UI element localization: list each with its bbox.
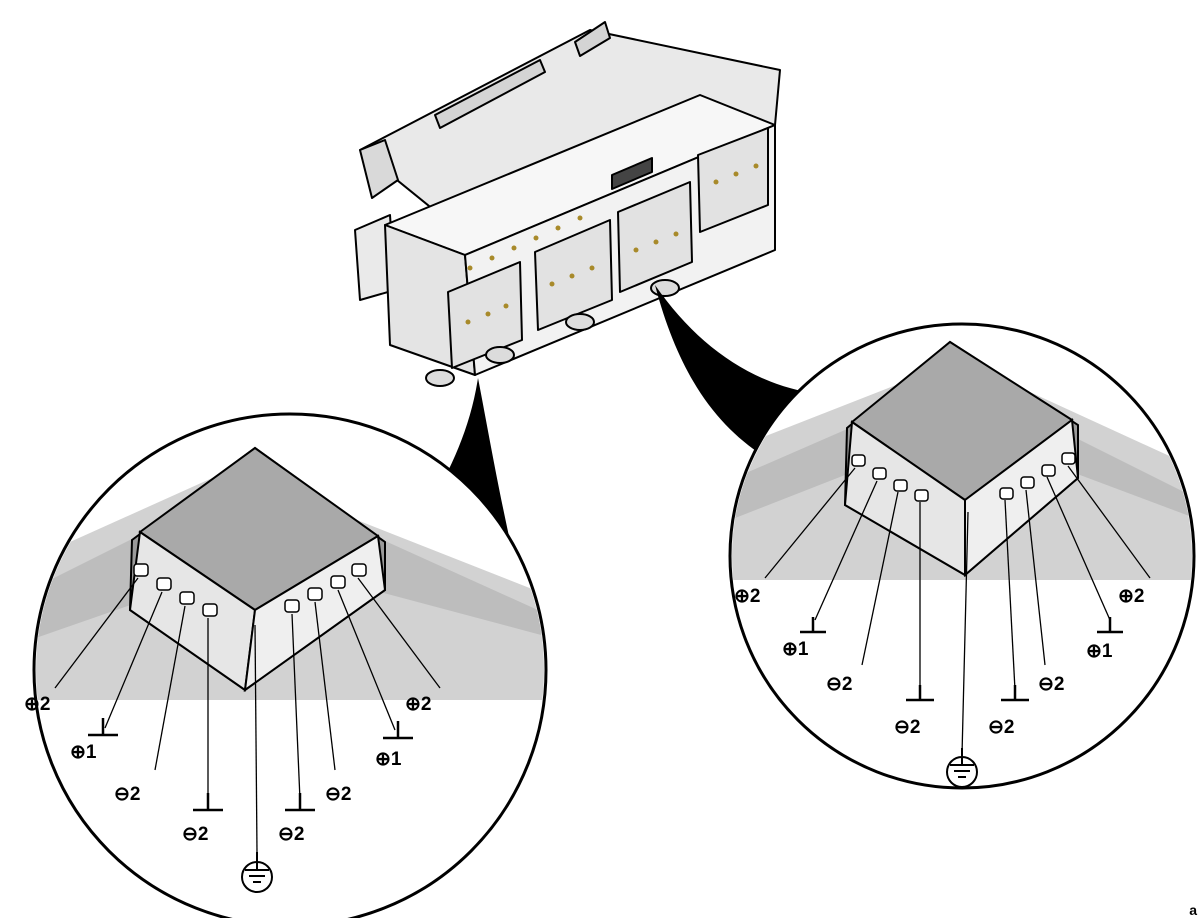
right-terminal-label: ⊖2 [826,674,853,695]
right-terminal-label: ⊕2 [1118,586,1145,607]
left-terminal-label: ⊖2 [325,784,352,805]
left-terminal-label: ⊕1 [70,742,97,763]
left-detail: ⊕2 ⊕1 ⊖2 ⊖2 ⊖2 ⊖2 ⊕1 ⊕2 [24,412,548,918]
left-terminal-label: ⊖2 [182,824,209,845]
left-terminal-symbols [88,718,413,812]
left-terminal-openings [133,563,367,617]
right-terminal-label: ⊖2 [1038,674,1065,695]
left-earth-icon [241,852,273,893]
left-leader-lines [54,577,441,853]
corner-mark: a [1189,902,1197,918]
right-terminal-openings [851,452,1076,502]
right-terminal-label: ⊖2 [988,717,1015,738]
right-earth-icon [946,748,978,788]
left-terminal-label: ⊖2 [114,784,141,805]
right-terminal-symbols [800,617,1123,702]
right-terminal-label: ⊕1 [782,639,809,660]
right-leader-lines [764,465,1151,756]
left-terminal-label: ⊕2 [405,694,432,715]
right-terminal-label: ⊕1 [1086,641,1113,662]
left-terminal-label: ⊕2 [24,694,51,715]
module-housing [354,21,781,387]
right-terminal-label: ⊕2 [734,586,761,607]
left-terminal-label: ⊖2 [278,824,305,845]
module-led-dots [465,163,759,325]
right-detail: ⊕2 ⊕1 ⊖2 ⊖2 ⊖2 ⊖2 ⊕1 ⊕2 [728,322,1196,790]
left-terminal-label: ⊕1 [375,749,402,770]
right-terminal-label: ⊖2 [894,717,921,738]
